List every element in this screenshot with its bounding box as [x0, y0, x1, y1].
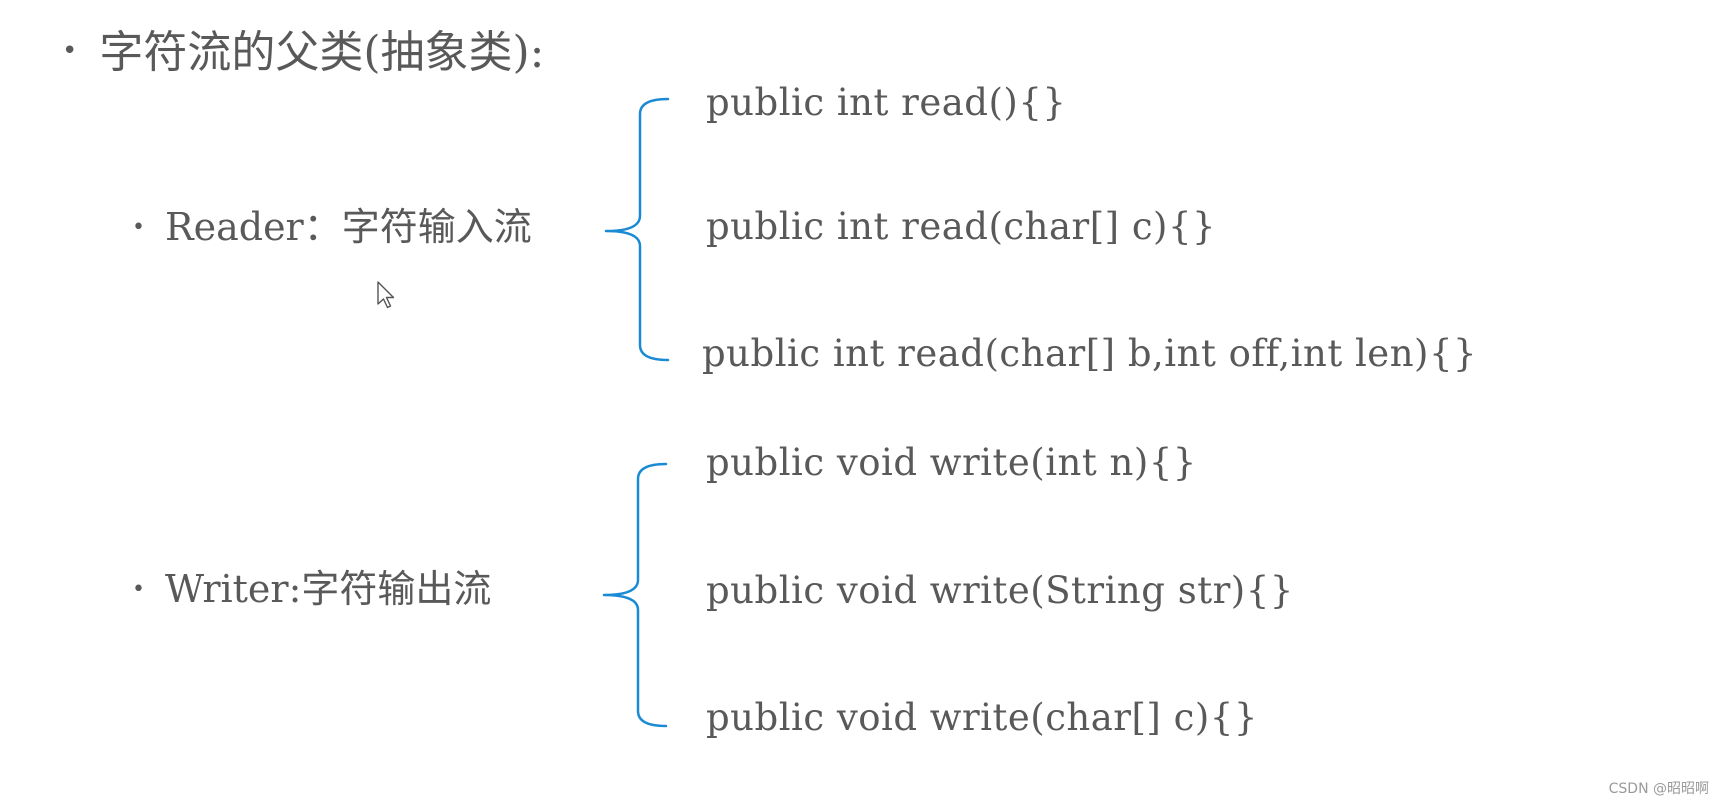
- page-title: • 字符流的父类(抽象类):: [62, 22, 545, 82]
- writer-label: • Writer:字符输出流: [132, 565, 491, 614]
- writer-bullet: •: [132, 577, 145, 602]
- reader-label: • Reader：字符输入流: [132, 203, 532, 252]
- watermark: CSDN @昭昭啊: [1608, 781, 1709, 797]
- writer-method-write-char-array: public void write(char[] c){}: [706, 696, 1258, 739]
- writer-label-text: Writer:字符输出流: [164, 567, 492, 611]
- reader-method-read-char-array-off-len: public int read(char[] b,int off,int len…: [702, 332, 1478, 375]
- title-text: 字符流的父类(抽象类):: [99, 27, 545, 78]
- writer-method-write-string: public void write(String str){}: [706, 569, 1294, 612]
- title-bullet: •: [62, 36, 78, 66]
- writer-brace: [602, 462, 668, 728]
- reader-bullet: •: [132, 215, 145, 240]
- reader-method-read-char-array: public int read(char[] c){}: [706, 205, 1217, 248]
- reader-label-text: Reader：字符输入流: [164, 205, 532, 249]
- reader-brace: [604, 97, 670, 362]
- mouse-pointer-icon: [377, 281, 395, 309]
- reader-method-read: public int read(){}: [706, 81, 1067, 124]
- writer-method-write-int: public void write(int n){}: [706, 441, 1197, 484]
